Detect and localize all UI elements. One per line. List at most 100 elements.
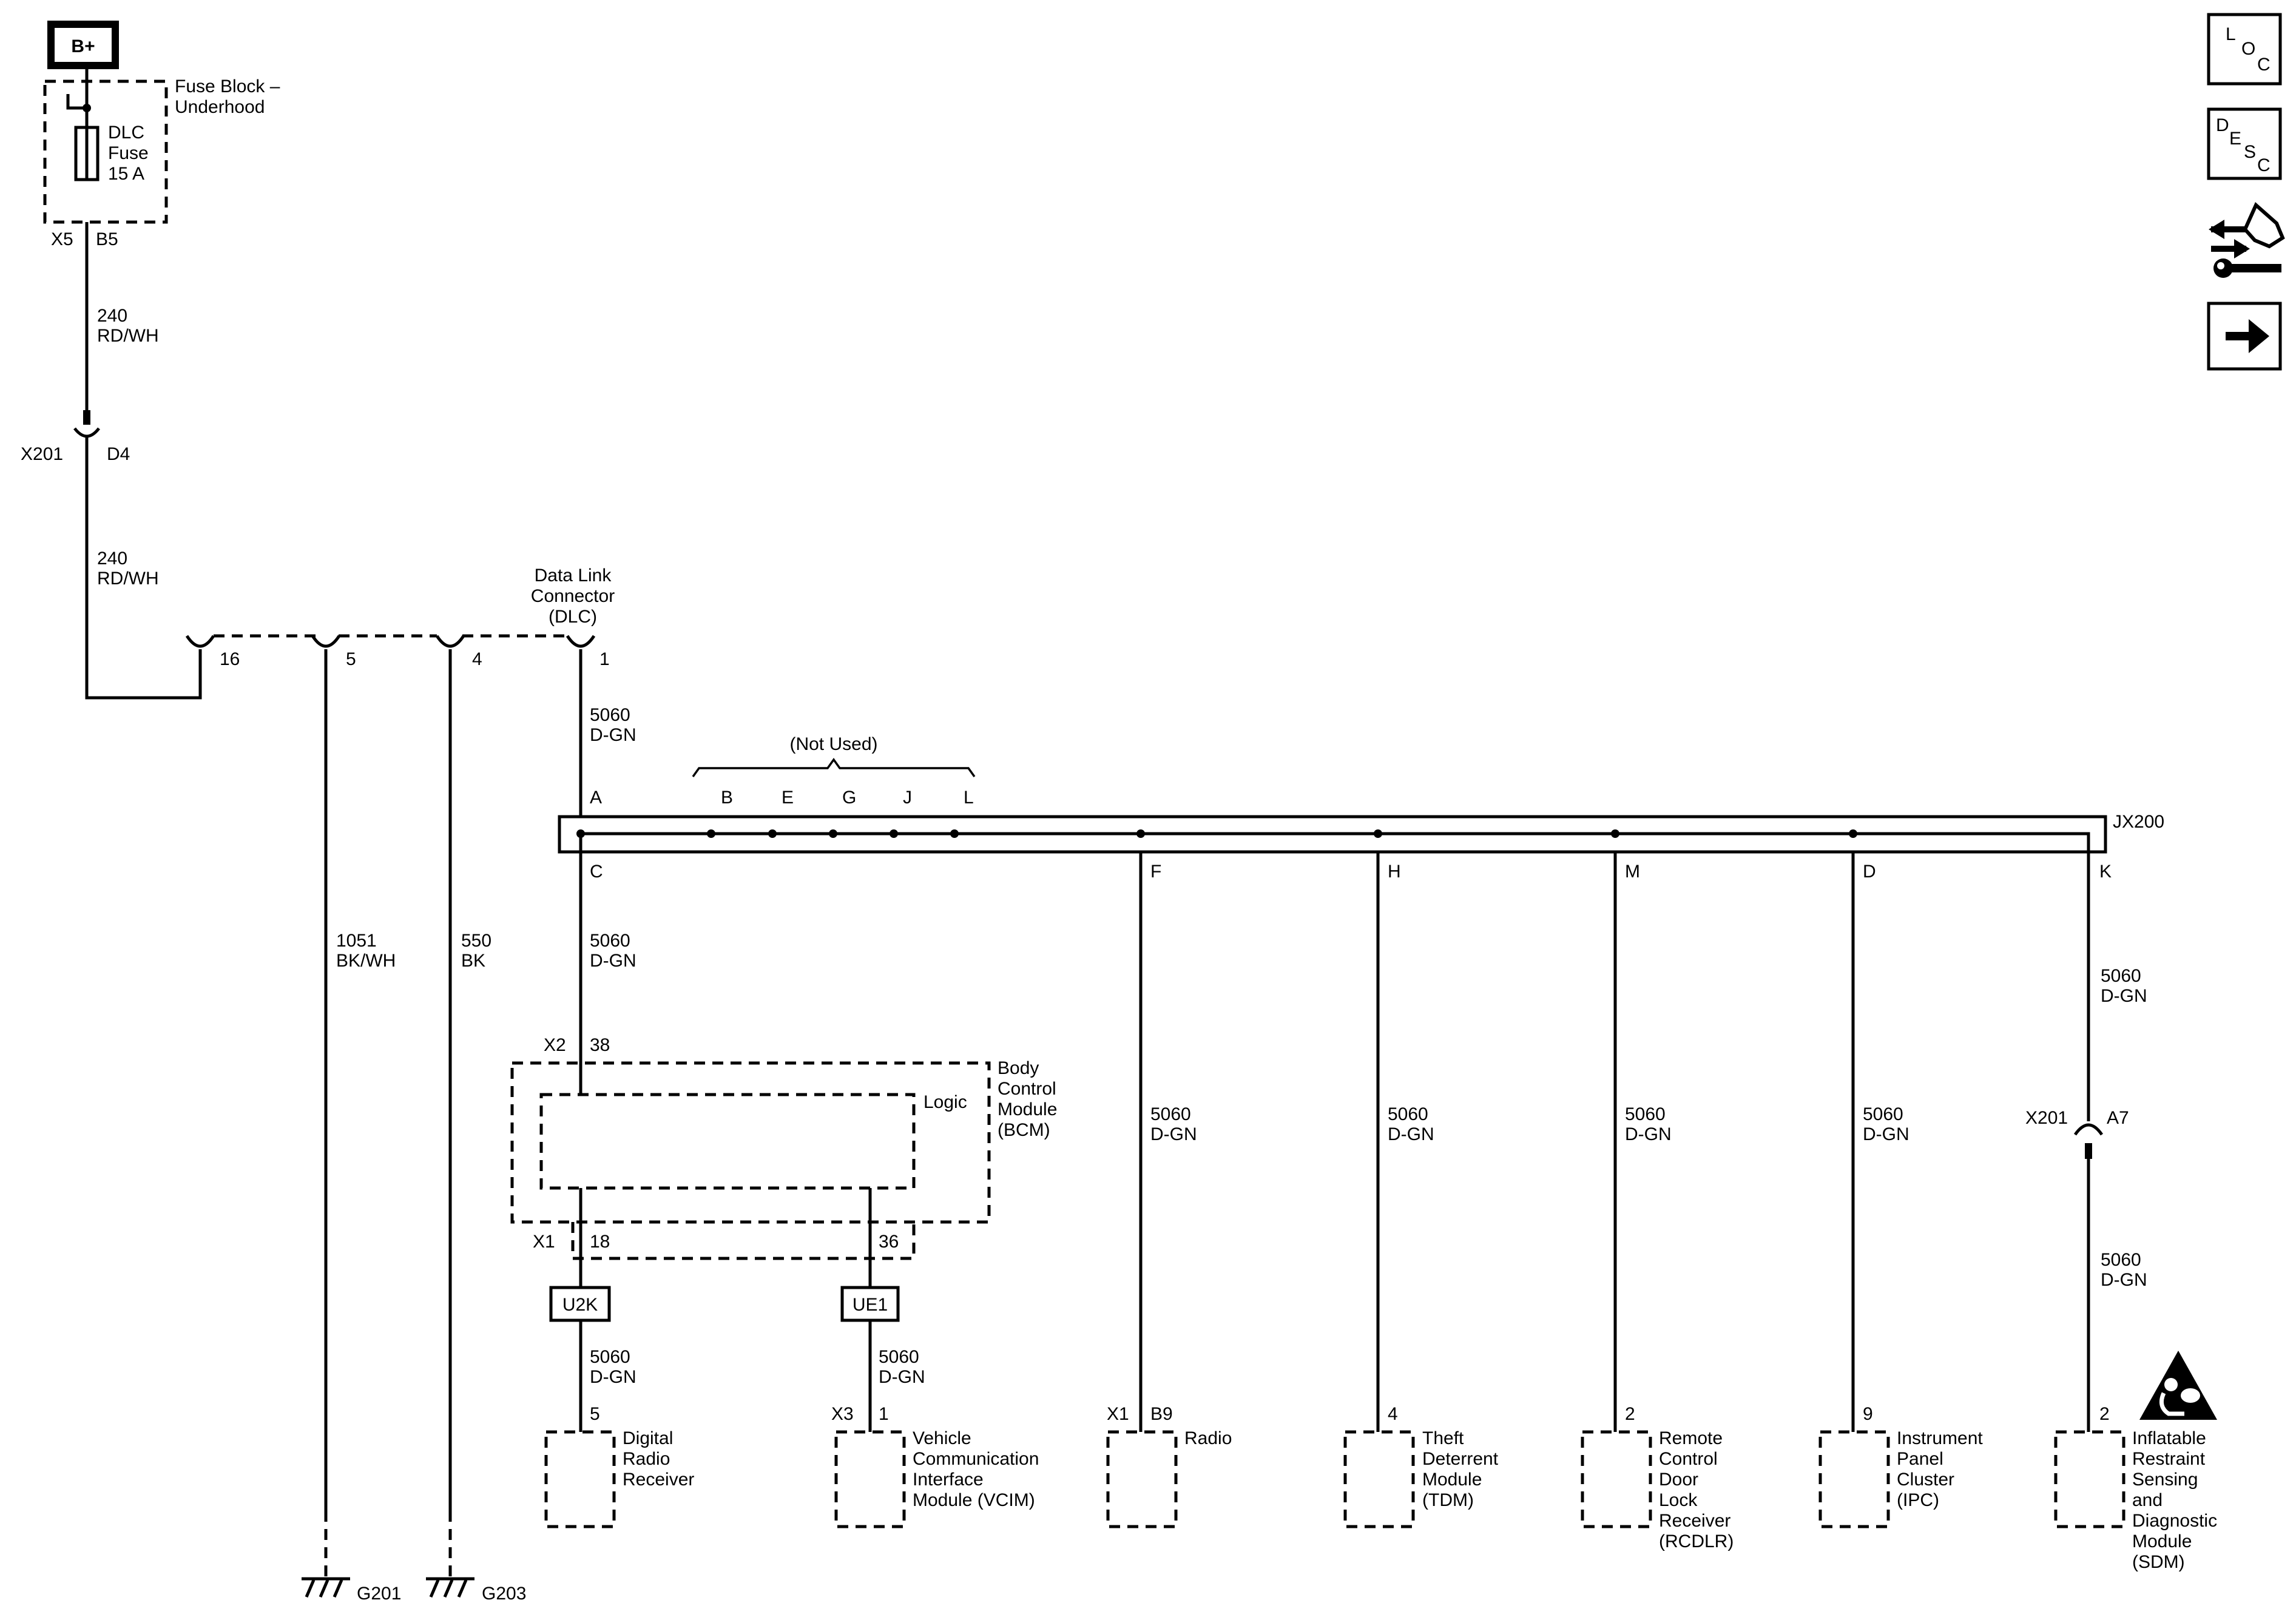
battery-label: B+ bbox=[71, 36, 95, 56]
module-sdm-pin: 2 bbox=[2099, 1404, 2110, 1424]
option-ue1: UE1 bbox=[840, 1286, 900, 1322]
desc-icon[interactable]: D E S C bbox=[2207, 107, 2282, 180]
wire-5060-c-number: 5060 bbox=[590, 931, 630, 951]
wire-5060-ue1-number: 5060 bbox=[879, 1347, 919, 1367]
loc-icon[interactable]: L O C bbox=[2207, 13, 2282, 86]
module-rcdlr-name-1: Remote bbox=[1659, 1428, 1723, 1448]
splice-pin-g: G bbox=[842, 788, 856, 808]
wire-5060-u2k-number: 5060 bbox=[590, 1347, 630, 1367]
wire-5060-k-upper-color: D-GN bbox=[2101, 986, 2147, 1006]
module-rcdlr: 2 Remote Control Door Lock Receiver (RCD… bbox=[1581, 1404, 1734, 1551]
fuse-name-2: Fuse bbox=[108, 143, 149, 163]
x201-lower-pin: A7 bbox=[2107, 1108, 2129, 1128]
bcm-logic-label: Logic bbox=[923, 1092, 967, 1112]
desc-letter-s: S bbox=[2244, 142, 2256, 162]
wire-5060-ue1-color: D-GN bbox=[879, 1367, 925, 1387]
x201-lower-connector: X201 bbox=[2025, 1108, 2068, 1128]
wire-5060-m-number: 5060 bbox=[1625, 1104, 1666, 1124]
bcm-name-3: Module bbox=[998, 1099, 1057, 1119]
dlc-pin-5: 5 bbox=[346, 649, 356, 669]
wire-5060-k-upper-number: 5060 bbox=[2101, 966, 2141, 986]
not-used-label: (Not Used) bbox=[789, 734, 877, 754]
module-digital-radio-receiver: 5 Digital Radio Receiver bbox=[544, 1404, 694, 1528]
module-radio: X1 B9 Radio bbox=[1106, 1404, 1232, 1528]
wire-550-number: 550 bbox=[461, 931, 491, 951]
splice-pin-e: E bbox=[782, 788, 794, 808]
module-vcim-pin: 1 bbox=[879, 1404, 889, 1424]
module-vcim-name-4: Module (VCIM) bbox=[913, 1490, 1035, 1510]
wire-240-top-number: 240 bbox=[97, 306, 127, 326]
wire-240-bottom-color: RD/WH bbox=[97, 569, 159, 589]
module-tdm-name-2: Deterrent bbox=[1422, 1449, 1499, 1469]
bcm-output-pin-36: 36 bbox=[879, 1232, 899, 1252]
module-drr-name-2: Radio bbox=[623, 1449, 670, 1469]
splice-pin-l: L bbox=[964, 788, 974, 808]
module-drr-name-1: Digital bbox=[623, 1428, 673, 1448]
bcm-name-1: Body bbox=[998, 1058, 1039, 1078]
wire-5060-d-color: D-GN bbox=[1863, 1124, 1909, 1144]
splice-pin-c: C bbox=[590, 862, 603, 882]
module-rcdlr-name-2: Control bbox=[1659, 1449, 1718, 1469]
module-radio-connector: X1 bbox=[1107, 1404, 1129, 1424]
module-ipc-name-4: (IPC) bbox=[1897, 1490, 1939, 1510]
wire-5060-dlc-number: 5060 bbox=[590, 705, 630, 725]
module-sdm-name-3: Sensing bbox=[2132, 1470, 2198, 1490]
battery-source: B+ bbox=[47, 21, 119, 69]
wire-5060-dlc-color: D-GN bbox=[590, 725, 636, 745]
module-drr-name-3: Receiver bbox=[623, 1470, 694, 1490]
airbag-warning-icon bbox=[2139, 1351, 2217, 1420]
option-u2k-label: U2K bbox=[562, 1295, 598, 1315]
loc-letter-o: O bbox=[2241, 39, 2255, 59]
module-ipc-name-1: Instrument bbox=[1897, 1428, 1983, 1448]
ground-g203-label: G203 bbox=[482, 1584, 526, 1604]
bcm-input-pin: 38 bbox=[590, 1035, 610, 1055]
module-tdm: 4 Theft Deterrent Module (TDM) bbox=[1343, 1404, 1499, 1528]
dlc-pin-4: 4 bbox=[472, 649, 482, 669]
module-rcdlr-name-4: Lock bbox=[1659, 1490, 1698, 1510]
data-link-connector: Data Link Connector (DLC) 16 5 4 1 bbox=[185, 565, 615, 669]
wire-5060-m-color: D-GN bbox=[1625, 1124, 1672, 1144]
wire-5060-c-color: D-GN bbox=[590, 951, 636, 971]
option-ue1-label: UE1 bbox=[853, 1295, 888, 1315]
dlc-name-2: Connector bbox=[531, 586, 615, 606]
wire-240-top-color: RD/WH bbox=[97, 326, 159, 346]
next-arrow-icon[interactable] bbox=[2207, 302, 2282, 371]
module-ipc-name-3: Cluster bbox=[1897, 1470, 1954, 1490]
option-u2k: U2K bbox=[549, 1286, 611, 1322]
wire-5060-u2k-color: D-GN bbox=[590, 1367, 636, 1387]
module-vcim: X3 1 Vehicle Communication Interface Mod… bbox=[831, 1404, 1039, 1528]
module-rcdlr-name-6: (RCDLR) bbox=[1659, 1531, 1734, 1551]
bcm-output-pin-18: 18 bbox=[590, 1232, 610, 1252]
wire-5060-k-lower-color: D-GN bbox=[2101, 1270, 2147, 1290]
module-vcim-name-1: Vehicle bbox=[913, 1428, 971, 1448]
module-sdm-name-5: Diagnostic bbox=[2132, 1511, 2217, 1531]
wire-5060-k-lower-number: 5060 bbox=[2101, 1250, 2141, 1270]
module-sdm-name-1: Inflatable bbox=[2132, 1428, 2206, 1448]
bcm-name-4: (BCM) bbox=[998, 1120, 1050, 1140]
module-sdm-name-4: and bbox=[2132, 1490, 2163, 1510]
module-ipc: 9 Instrument Panel Cluster (IPC) bbox=[1818, 1404, 1983, 1528]
wire-5060-h-color: D-GN bbox=[1388, 1124, 1434, 1144]
ground-g201-label: G201 bbox=[357, 1584, 401, 1604]
splice-pin-k: K bbox=[2099, 862, 2112, 882]
connector-repair-icon[interactable] bbox=[2209, 202, 2285, 278]
module-radio-name: Radio bbox=[1184, 1428, 1232, 1448]
splice-pin-j: J bbox=[903, 788, 912, 808]
module-vcim-name-2: Communication bbox=[913, 1449, 1039, 1469]
wire-5060-h-number: 5060 bbox=[1388, 1104, 1428, 1124]
inline-connector-x201-a7: X201 A7 bbox=[2025, 1108, 2129, 1159]
desc-letter-c: C bbox=[2257, 155, 2271, 175]
splice-pin-a: A bbox=[590, 788, 602, 808]
bcm-output-connector: X1 bbox=[533, 1232, 555, 1252]
bcm-name-2: Control bbox=[998, 1079, 1056, 1099]
x201-upper-connector: X201 bbox=[21, 444, 63, 464]
fuse-block-name-1: Fuse Block – bbox=[175, 76, 280, 96]
wire-5060-f-number: 5060 bbox=[1150, 1104, 1191, 1124]
desc-letter-e: E bbox=[2229, 129, 2241, 149]
splice-pin-h: H bbox=[1388, 862, 1401, 882]
ground-g203-icon: G203 bbox=[426, 1577, 526, 1604]
splice-pin-b: B bbox=[721, 788, 733, 808]
module-sdm: 2 Inflatable Restraint Sensing and Diagn… bbox=[2054, 1351, 2217, 1572]
module-vcim-name-3: Interface bbox=[913, 1470, 984, 1490]
